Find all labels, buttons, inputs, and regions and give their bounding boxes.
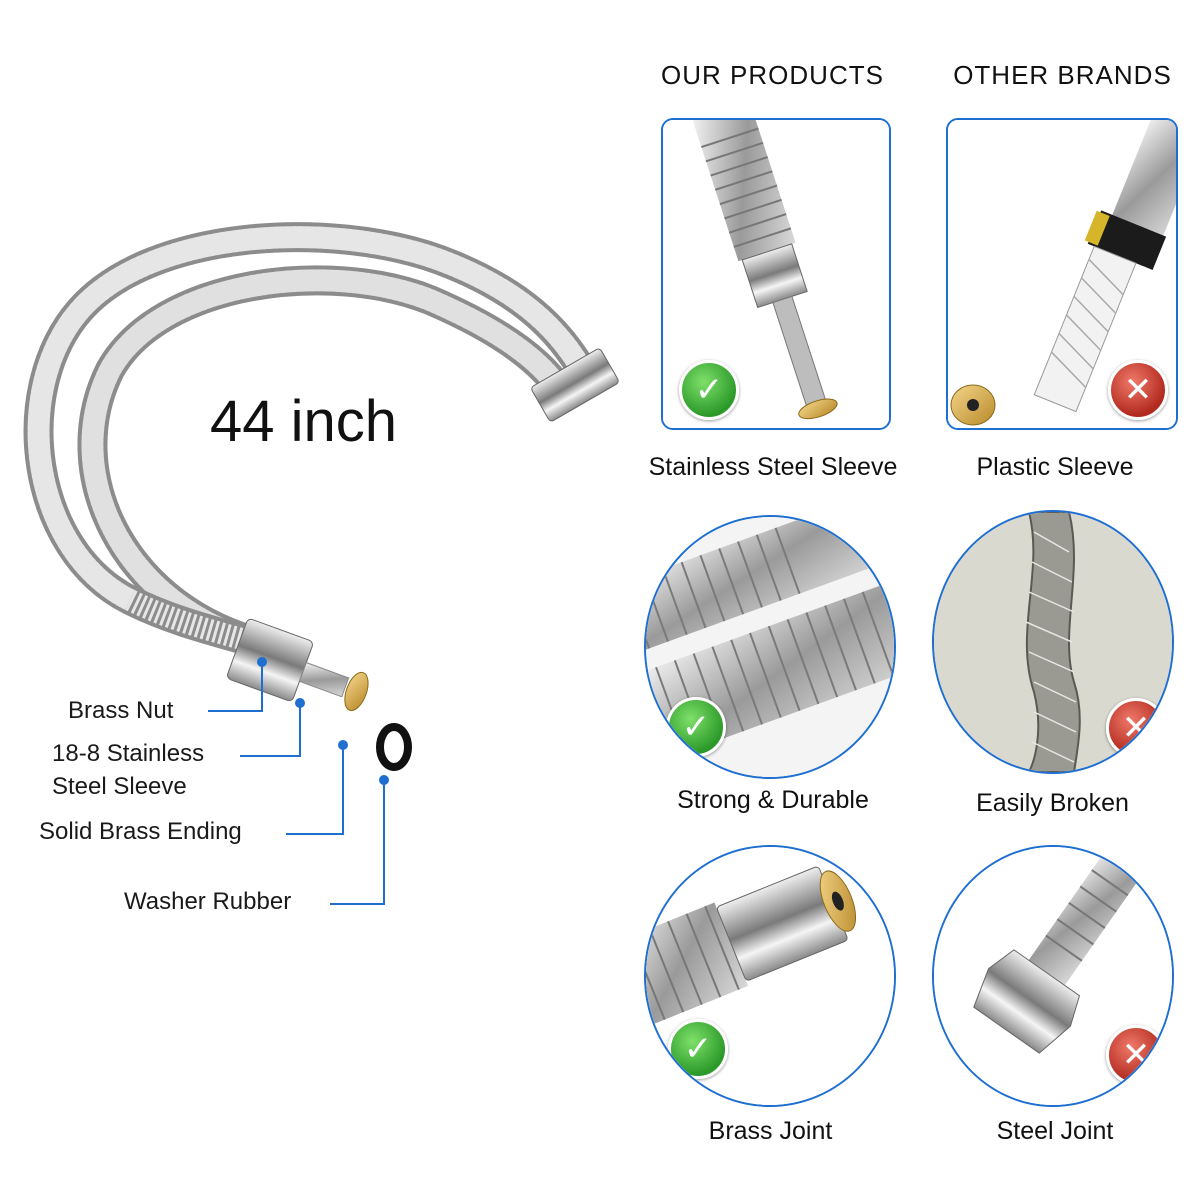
callout-brass-nut: Brass Nut — [68, 697, 174, 724]
cross-icon: ✕ — [1108, 360, 1168, 420]
length-number: 44 — [210, 389, 275, 454]
check-icon: ✓ — [666, 697, 726, 757]
check-icon: ✓ — [679, 360, 739, 420]
callout-lines — [208, 657, 389, 905]
hose-illustration — [23, 222, 619, 771]
check-icon: ✓ — [668, 1019, 728, 1079]
length-label: 44 inch — [210, 388, 397, 455]
header-our-products: OUR PRODUCTS — [661, 60, 884, 90]
other-steel-joint-photo: ✕ — [932, 845, 1174, 1107]
callout-sleeve-line1: 18-8 Stainless — [52, 740, 205, 767]
cross-icon: ✕ — [1106, 1025, 1166, 1085]
our-caption-1: Stainless Steel Sleeve — [648, 453, 898, 481]
callout-washer: Washer Rubber — [124, 888, 292, 915]
our-caption-2: Strong & Durable — [677, 786, 869, 814]
callout-sleeve-line2: Steel Sleeve — [52, 773, 187, 800]
length-unit: inch — [290, 389, 398, 454]
other-sleeve-photo: ✕ — [946, 118, 1178, 430]
header-other-brands: OTHER BRANDS — [953, 60, 1172, 90]
other-broken-photo: ✕ — [932, 510, 1174, 774]
other-caption-2: Easily Broken — [976, 789, 1129, 817]
our-caption-3: Brass Joint — [708, 1117, 833, 1145]
our-brass-joint-photo: ✓ — [644, 845, 896, 1107]
other-caption-1: Plastic Sleeve — [976, 453, 1134, 481]
cross-icon: ✕ — [1106, 698, 1166, 758]
callout-brass-ending: Solid Brass Ending — [39, 818, 242, 845]
other-caption-3: Steel Joint — [996, 1117, 1114, 1145]
our-durable-photo: ✓ — [644, 515, 896, 779]
our-sleeve-photo: ✓ — [661, 118, 891, 430]
